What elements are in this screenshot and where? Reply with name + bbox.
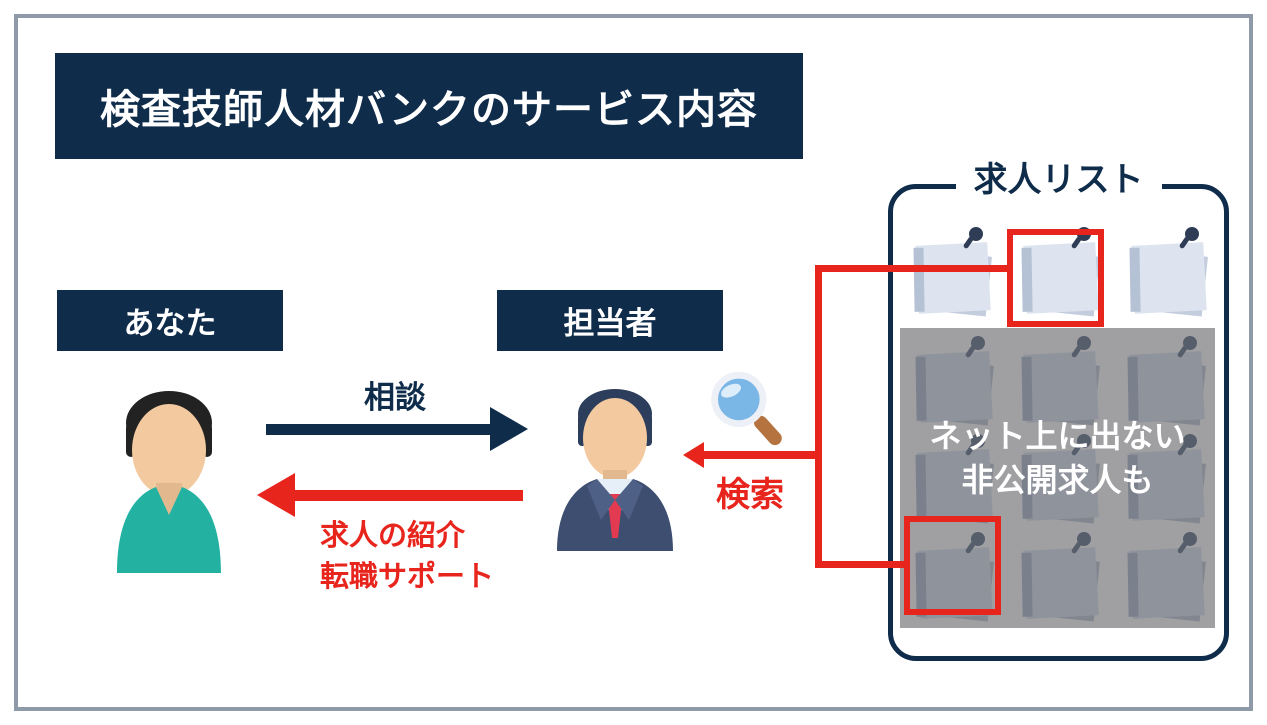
hidden-jobs-caption: ネット上に出ない 非公開求人も: [900, 414, 1215, 502]
job-list-title: 求人リスト: [955, 160, 1162, 201]
note-sheet: [1129, 351, 1205, 423]
pin-icon: [969, 227, 983, 241]
magnifier-icon: [711, 371, 782, 446]
businessman-suit-icon: [557, 389, 673, 551]
consult-arrow-label: 相談: [364, 380, 426, 415]
job-note: [910, 227, 994, 319]
pin-icon: [1077, 532, 1091, 546]
job-note: [1124, 434, 1208, 526]
job-intro-arrowhead-icon: [257, 473, 295, 517]
pin-icon: [1183, 532, 1197, 546]
consult-arrowhead-icon: [490, 407, 528, 451]
job-intro-label-line2: 転職サポート: [320, 561, 495, 593]
job-list-panel: 求人リスト ネット上に出ない 非公開求人も: [888, 160, 1229, 661]
pin-icon: [1183, 336, 1197, 350]
note-sheet: [917, 351, 993, 423]
consult-arrow: [266, 424, 492, 435]
job-note: [1124, 532, 1208, 624]
pin-icon: [1077, 336, 1091, 350]
job-intro-arrow: [293, 490, 523, 501]
title-banner: 検査技師人材バンクのサービス内容: [55, 53, 803, 159]
note-sheet: [1023, 547, 1099, 619]
note-sheet: [1023, 351, 1099, 423]
pin-icon: [971, 336, 985, 350]
job-note: [1018, 336, 1102, 428]
job-note: [1018, 532, 1102, 624]
pin-icon: [1077, 434, 1091, 448]
hidden-jobs-caption-line1: ネット上に出ない: [929, 418, 1186, 454]
highlight-box-top-note: [1007, 229, 1104, 327]
note-sheet: [1131, 242, 1207, 314]
pin-icon: [971, 532, 985, 546]
note-sheet: [915, 242, 991, 314]
pin-icon: [1185, 227, 1199, 241]
job-notes-hidden: [900, 328, 1215, 624]
agent-label-box: 担当者: [497, 290, 723, 351]
page-frame: [14, 14, 1253, 711]
pin-icon: [971, 434, 985, 448]
pin-icon: [1183, 434, 1197, 448]
job-note: [1126, 227, 1210, 319]
connector-bottom-line: [815, 561, 907, 568]
connector-top-line: [815, 265, 1012, 272]
search-arrowhead-icon: [683, 442, 704, 468]
page-title: 検査技師人材バンクのサービス内容: [100, 88, 758, 132]
connector-vertical-line: [815, 265, 822, 568]
job-note: [912, 532, 996, 624]
job-intro-label-line1: 求人の紹介: [320, 520, 466, 552]
job-intro-label: 求人の紹介 転職サポート: [320, 516, 494, 598]
you-label: あなた: [123, 306, 217, 341]
person-teal-shirt-icon: [117, 391, 221, 573]
search-arrow: [702, 451, 822, 459]
hidden-jobs-overlay: ネット上に出ない 非公開求人も: [900, 328, 1215, 628]
note-sheet: [1129, 547, 1205, 619]
job-note: [912, 336, 996, 428]
hidden-jobs-caption-line2: 非公開求人も: [961, 462, 1154, 498]
agent-label: 担当者: [563, 306, 657, 341]
job-note: [912, 434, 996, 526]
search-label: 検索: [716, 476, 784, 514]
job-note: [1124, 336, 1208, 428]
you-label-box: あなた: [57, 290, 283, 351]
highlight-box-bottom-note: [904, 516, 1001, 615]
job-note: [1018, 434, 1102, 526]
